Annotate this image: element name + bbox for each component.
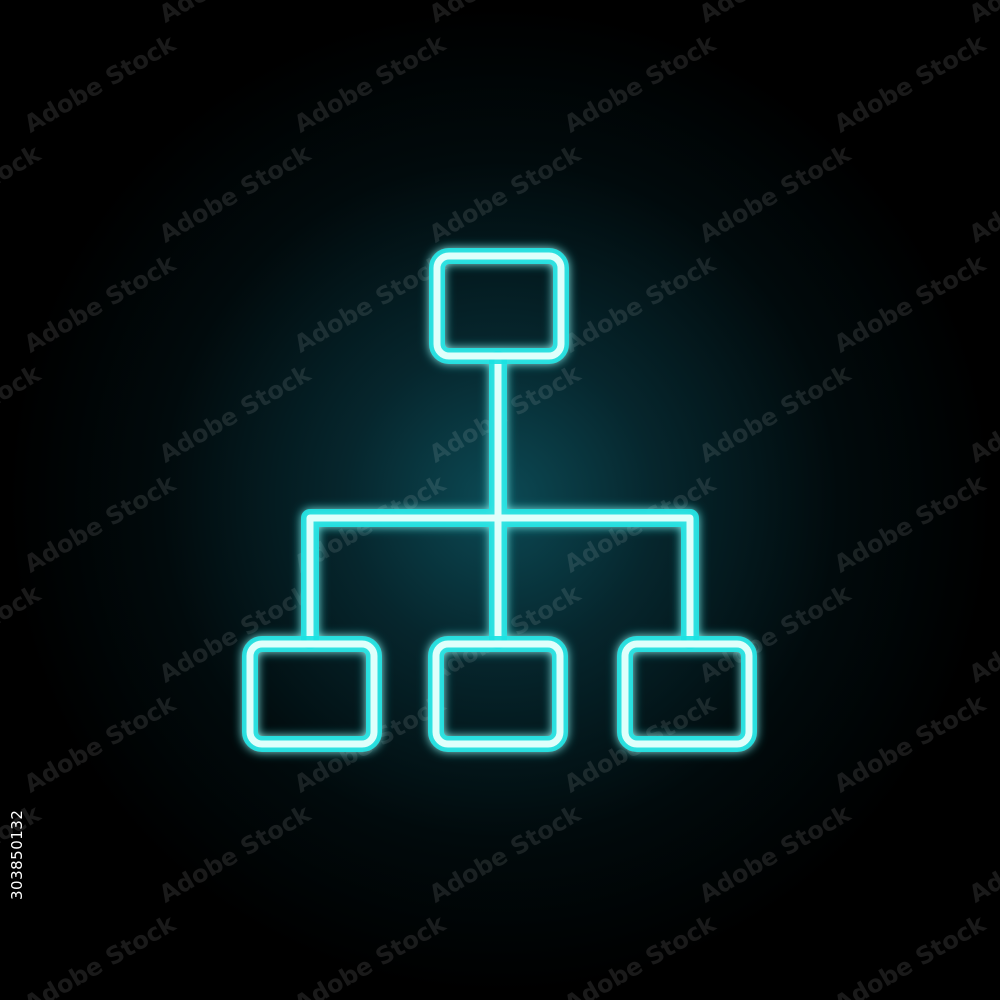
connector-core	[306, 356, 694, 644]
connector-lines	[301, 351, 699, 649]
node-boxes	[242, 248, 757, 752]
root-node-box	[429, 248, 569, 364]
child-node-box-right	[617, 636, 757, 752]
child-node-box-center	[428, 636, 568, 752]
child-node-box-left	[242, 636, 382, 752]
stock-id-label: 303850132	[8, 809, 26, 900]
